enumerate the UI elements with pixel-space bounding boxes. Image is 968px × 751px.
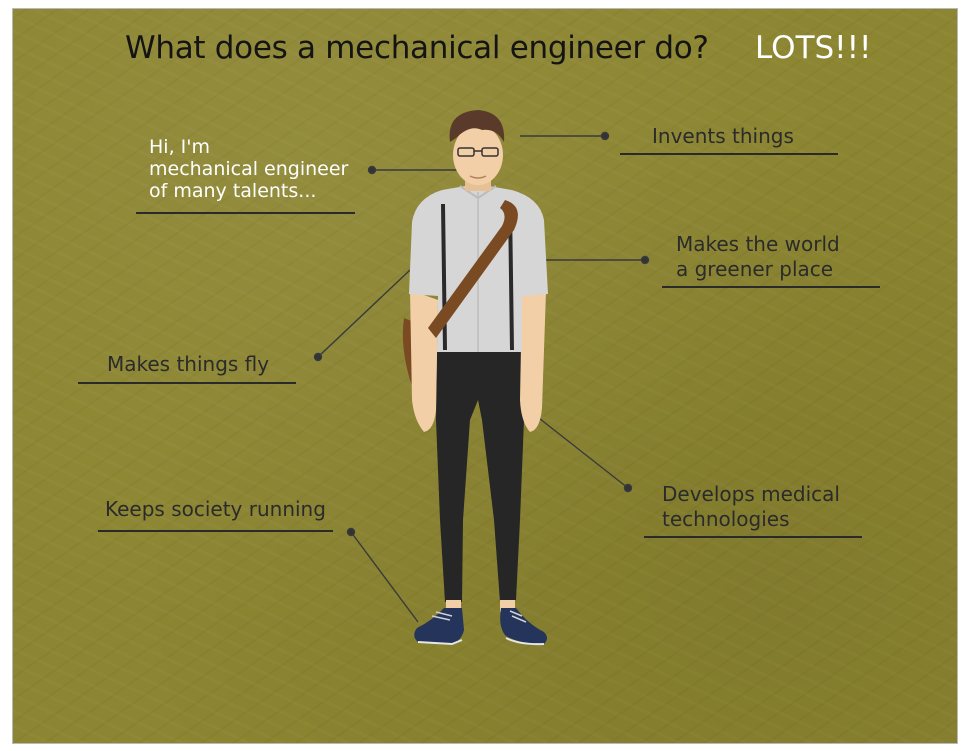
- page-title: What does a mechanical engineer do?: [125, 30, 709, 66]
- connector-society-dot: [346, 527, 356, 537]
- fly-underline: [78, 382, 296, 384]
- pants: [436, 352, 524, 602]
- label-greener-line2: a greener place: [676, 257, 834, 281]
- label-society: Keeps society running: [105, 497, 326, 521]
- label-intro-line1: Hi, I'm: [149, 136, 210, 158]
- title-exclaim: LOTS!!!: [755, 30, 872, 66]
- label-invents: Invents things: [652, 124, 794, 148]
- shoe-right: [500, 608, 547, 644]
- label-intro-line2: mechanical engineer: [149, 158, 349, 180]
- connector-fly-dot: [313, 352, 323, 362]
- label-medical-line2: technologies: [662, 507, 790, 531]
- society-underline: [98, 530, 333, 532]
- label-fly: Makes things fly: [107, 352, 270, 376]
- intro-underline: [136, 212, 355, 214]
- shoe-left: [414, 608, 464, 644]
- connector-medical: [534, 414, 629, 489]
- connector-greener-dot: [640, 255, 650, 265]
- suspender-left: [441, 203, 447, 351]
- bag-strap: [428, 200, 518, 338]
- label-intro-line3: of many talents...: [149, 180, 317, 202]
- hair: [449, 110, 505, 142]
- medical-underline: [644, 536, 862, 538]
- connector-fly: [317, 269, 411, 358]
- arm-right: [520, 292, 546, 432]
- connector-medical-dot: [623, 483, 633, 493]
- connector-intro-dot: [367, 165, 377, 175]
- label-medical-line1: Develops medical: [662, 482, 840, 506]
- connector-society: [350, 531, 419, 623]
- greener-underline: [662, 286, 880, 288]
- label-greener-line1: Makes the world: [676, 232, 840, 256]
- face: [453, 125, 503, 185]
- connector-invents-dot: [600, 131, 610, 141]
- arm-left: [410, 290, 438, 432]
- invents-underline: [620, 153, 838, 155]
